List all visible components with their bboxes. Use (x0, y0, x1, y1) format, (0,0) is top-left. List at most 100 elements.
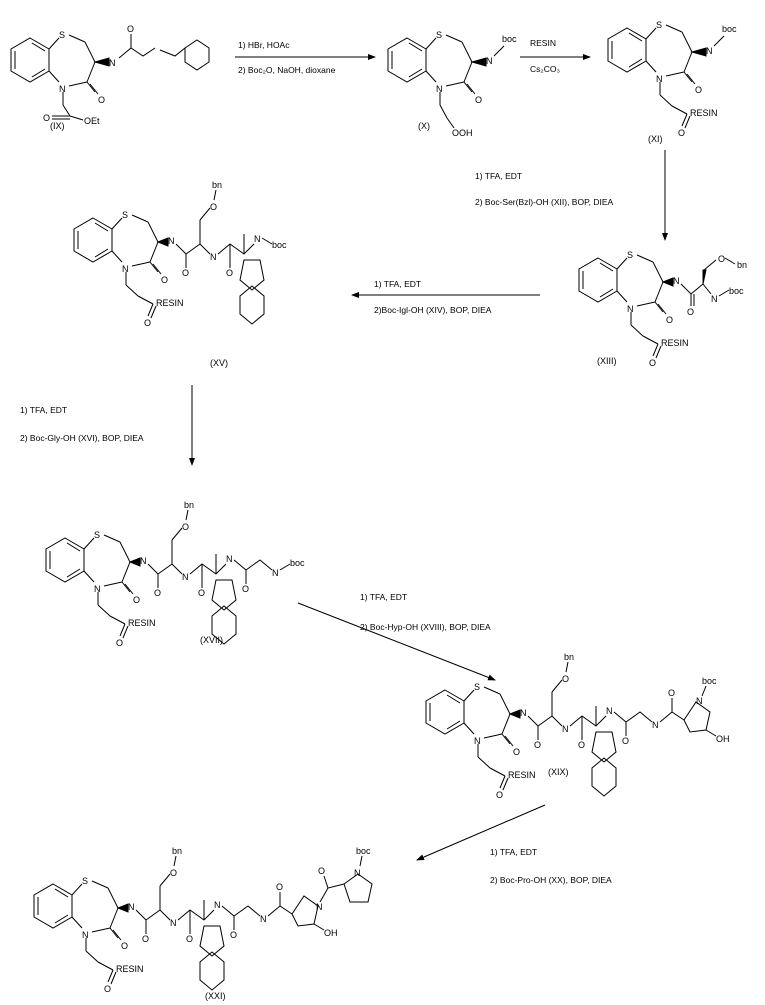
bn-label: bn (184, 500, 194, 510)
step7-reagent-2: 2) Boc-Pro-OH (XX), BOP, DIEA (490, 875, 612, 885)
atom-nh: N (706, 46, 713, 56)
atom-n: N (59, 84, 66, 94)
atom-n: N (82, 930, 89, 940)
atom-s: S (94, 530, 100, 540)
atom-o: O (318, 866, 325, 876)
atom-nh: N (260, 914, 267, 924)
atom-nh: N (109, 58, 116, 68)
atom-n: N (122, 264, 129, 274)
atom-o: O (43, 113, 50, 123)
ester-label: OEt (84, 116, 100, 126)
hydroxyl-label: OH (716, 734, 730, 744)
atom-nh: N (606, 706, 613, 716)
atom-o: O (513, 747, 520, 757)
atom-o: O (161, 275, 168, 285)
atom-o: O (226, 268, 233, 278)
atom-s: S (59, 30, 65, 40)
atom-o: O (622, 736, 629, 746)
atom-n: N (436, 84, 443, 94)
reaction-arrow-7 (416, 804, 546, 861)
resin-label: RESIN (690, 108, 718, 118)
atom-o: O (666, 315, 673, 325)
acid-label: OOH (452, 128, 473, 138)
compound-XXI: S N O N O O bn N O N O N O N OH O N (33, 846, 373, 994)
atom-o: O (98, 95, 105, 105)
label-XXI: (XXI) (205, 991, 226, 1001)
atom-o: O (695, 85, 702, 95)
boc-label: boc (722, 24, 737, 34)
step2-reagent-1: RESIN (530, 38, 556, 48)
compound-XVII: S N O N O O bn N O N O N boc RESIN O (45, 500, 305, 648)
atom-o: O (562, 674, 569, 684)
atom-o: O (242, 584, 249, 594)
atom-nh: N (182, 572, 189, 582)
atom-nh: N (168, 236, 175, 246)
step5-reagent-2: 2) Boc-Gly-OH (XVI), BOP, DIEA (20, 433, 144, 443)
label-XVII: (XVII) (200, 635, 223, 645)
atom-nh: N (562, 724, 569, 734)
atom-n: N (656, 74, 663, 84)
atom-nh: N (210, 252, 217, 262)
atom-nh: N (214, 900, 221, 910)
label-XI: (XI) (648, 134, 663, 144)
bn-label: bn (212, 180, 222, 190)
resin-label: RESIN (128, 618, 156, 628)
step1-reagent-2: 2) Boc₂O, NaOH, dioxane (238, 65, 336, 75)
atom-n: N (316, 902, 323, 912)
atom-o: O (649, 358, 656, 368)
step1-reagent-1: 1) HBr, HOAc (238, 40, 290, 50)
atom-nh: N (673, 276, 680, 286)
atom-n: N (474, 736, 481, 746)
step5-reagent-1: 1) TFA, EDT (20, 405, 67, 415)
atom-o: O (496, 790, 503, 800)
atom-o: O (133, 595, 140, 605)
atom-o: O (578, 740, 585, 750)
atom-o: O (170, 868, 177, 878)
atom-o: O (182, 268, 189, 278)
step3-reagent-1: 1) TFA, EDT (475, 171, 522, 181)
atom-nh: N (520, 708, 527, 718)
step6-reagent-1: 1) TFA, EDT (360, 592, 407, 602)
atom-o: O (144, 318, 151, 328)
atom-o: O (678, 128, 685, 138)
compound-XI: S N O N boc RESIN O (607, 20, 737, 138)
label-XV: (XV) (210, 358, 228, 368)
atom-o: O (121, 941, 128, 951)
step2-reagent-2: Cs₂CO₃ (530, 64, 560, 74)
step3-reagent-2: 2) Boc-Ser(Bzl)-OH (XII), BOP, DIEA (475, 197, 614, 207)
atom-nh: N (128, 902, 135, 912)
label-XIX: (XIX) (548, 767, 569, 777)
resin-label: RESIN (116, 964, 144, 974)
boc-label: boc (356, 846, 371, 856)
bn-label: bn (564, 652, 574, 662)
atom-o: O (687, 307, 694, 317)
compound-XIX: S N O N O O bn N O N O N O N boc OH RESI… (425, 652, 730, 800)
reaction-arrow-6 (297, 602, 496, 681)
atom-nh: N (170, 918, 177, 928)
atom-o: O (182, 522, 189, 532)
compound-XIII: S N O N O O bn N boc RESIN O (578, 250, 747, 368)
atom-o: O (230, 930, 237, 940)
boc-label: boc (502, 34, 517, 44)
step6-reagent-2: 2) Boc-Hyp-OH (XVIII), BOP, DIEA (360, 622, 491, 632)
compound-XV: S N O N O O bn N O N boc RESIN O (73, 180, 287, 328)
bn-label: bn (172, 846, 182, 856)
compound-IX: S N O N O OEt O (10, 24, 210, 126)
atom-n: N (627, 304, 634, 314)
atom-nh: N (226, 554, 233, 564)
atom-s: S (474, 682, 480, 692)
atom-o: O (198, 588, 205, 598)
resin-label: RESIN (508, 770, 536, 780)
label-IX: (IX) (50, 121, 65, 131)
atom-n: N (696, 696, 703, 706)
atom-s: S (436, 30, 442, 40)
atom-o: O (276, 882, 283, 892)
atom-o: O (104, 984, 111, 994)
atom-s: S (656, 20, 662, 30)
label-XIII: (XIII) (597, 356, 617, 366)
atom-nh: N (711, 294, 718, 304)
atom-nh: N (652, 720, 659, 730)
atom-s: S (82, 876, 88, 886)
atom-n: N (94, 584, 101, 594)
